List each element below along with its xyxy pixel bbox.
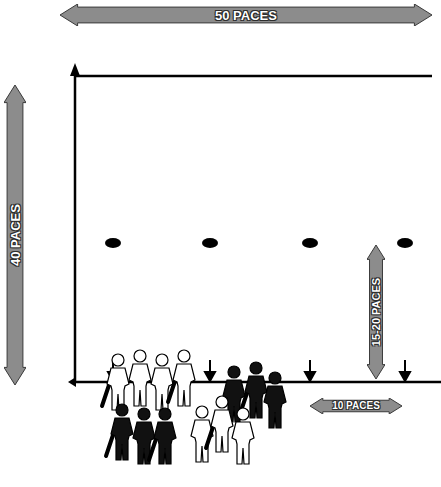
child-head — [116, 404, 128, 416]
child-body — [154, 422, 176, 464]
dimension-arrow: 10 PACES — [310, 398, 402, 414]
field-left-line — [74, 76, 77, 383]
child-body — [107, 368, 129, 410]
child-head — [216, 396, 228, 408]
child-figure — [168, 350, 195, 406]
child-figure — [129, 350, 151, 406]
child-figure — [264, 372, 286, 428]
child-head — [269, 372, 281, 384]
child-head — [156, 354, 168, 366]
dimension-arrow: 15-20 PACES — [367, 245, 385, 379]
dimension-arrow: 40 PACES — [4, 85, 26, 385]
marker-cone — [202, 238, 218, 248]
child-head — [134, 350, 146, 362]
child-body — [264, 386, 286, 428]
child-body — [151, 368, 173, 410]
child-head — [250, 362, 262, 374]
arrow-outline — [4, 85, 26, 385]
child-head — [228, 366, 240, 378]
child-head — [138, 408, 150, 420]
child-head — [159, 408, 171, 420]
child-figure — [232, 408, 254, 464]
child-figure — [102, 354, 129, 410]
marker-cone — [105, 238, 121, 248]
child-figure — [206, 396, 233, 452]
arrow-outline — [310, 398, 402, 414]
dimension-label: 15-20 PACES — [371, 278, 382, 346]
child-head — [178, 350, 190, 362]
dimension-arrow: 50 PACES — [60, 4, 432, 26]
arrowhead — [70, 63, 80, 76]
child-body — [211, 410, 233, 452]
dimension-label: 50 PACES — [215, 9, 277, 22]
arrowhead — [68, 377, 76, 387]
arrow-outline — [60, 4, 432, 26]
marker-cone — [302, 238, 318, 248]
child-head — [196, 406, 208, 418]
start-arrowhead — [400, 372, 410, 381]
children-group — [102, 350, 286, 464]
child-head — [112, 354, 124, 366]
field-top-line — [75, 75, 432, 78]
child-figure — [149, 408, 176, 464]
child-figure — [106, 404, 133, 460]
dimension-label: 10 PACES — [332, 401, 380, 411]
child-body — [173, 364, 195, 406]
dimension-label: 40 PACES — [9, 204, 22, 266]
arrow-outline — [367, 245, 385, 379]
marker-cone — [397, 238, 413, 248]
child-head — [237, 408, 249, 420]
child-body — [129, 364, 151, 406]
child-body — [232, 422, 254, 464]
child-body — [111, 418, 133, 460]
start-arrowhead — [305, 372, 315, 381]
start-arrowhead — [205, 372, 215, 381]
